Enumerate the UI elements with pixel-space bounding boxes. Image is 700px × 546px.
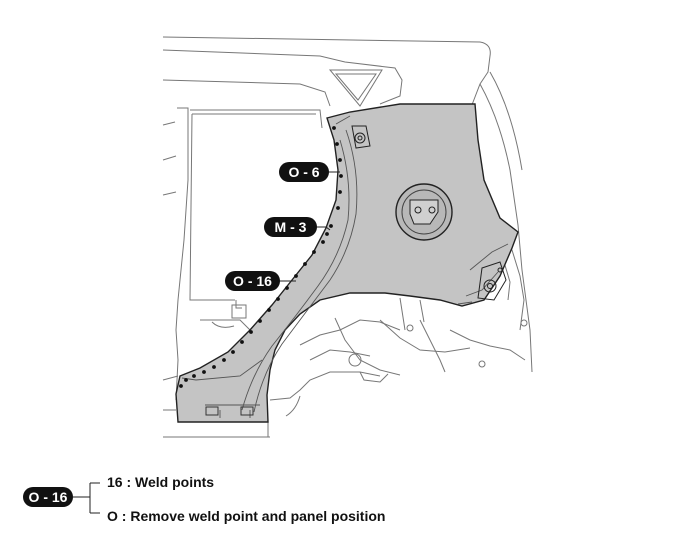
callout-badge-m3: M - 3 [264, 217, 317, 237]
fuel-filler-housing-outline [328, 69, 383, 107]
legend-count-description: 16 : Weld points [107, 474, 215, 490]
svg-text:M - 3: M - 3 [275, 219, 307, 235]
svg-text:O - 6: O - 6 [288, 164, 319, 180]
rail-bracket [205, 406, 219, 416]
legend-bracket [73, 482, 100, 514]
callout-badge-o16: O - 16 [225, 271, 280, 291]
rail-bracket [240, 406, 254, 416]
callout-badge-o6: O - 6 [279, 162, 329, 182]
upper-mount-hardware [351, 125, 371, 149]
fuel-filler-opening [395, 183, 453, 241]
panel-crease-lines [181, 115, 509, 418]
legend-badge: O - 16 [23, 487, 73, 507]
quarter-outer-panel [175, 103, 519, 423]
svg-text:O - 16: O - 16 [29, 489, 68, 505]
svg-text:O - 16: O - 16 [233, 273, 272, 289]
rear-bracket-hardware [477, 261, 507, 301]
callout-leader-lines [278, 171, 340, 282]
weld-points [179, 126, 343, 388]
legend-letter-description: O : Remove weld point and panel position [107, 508, 386, 524]
